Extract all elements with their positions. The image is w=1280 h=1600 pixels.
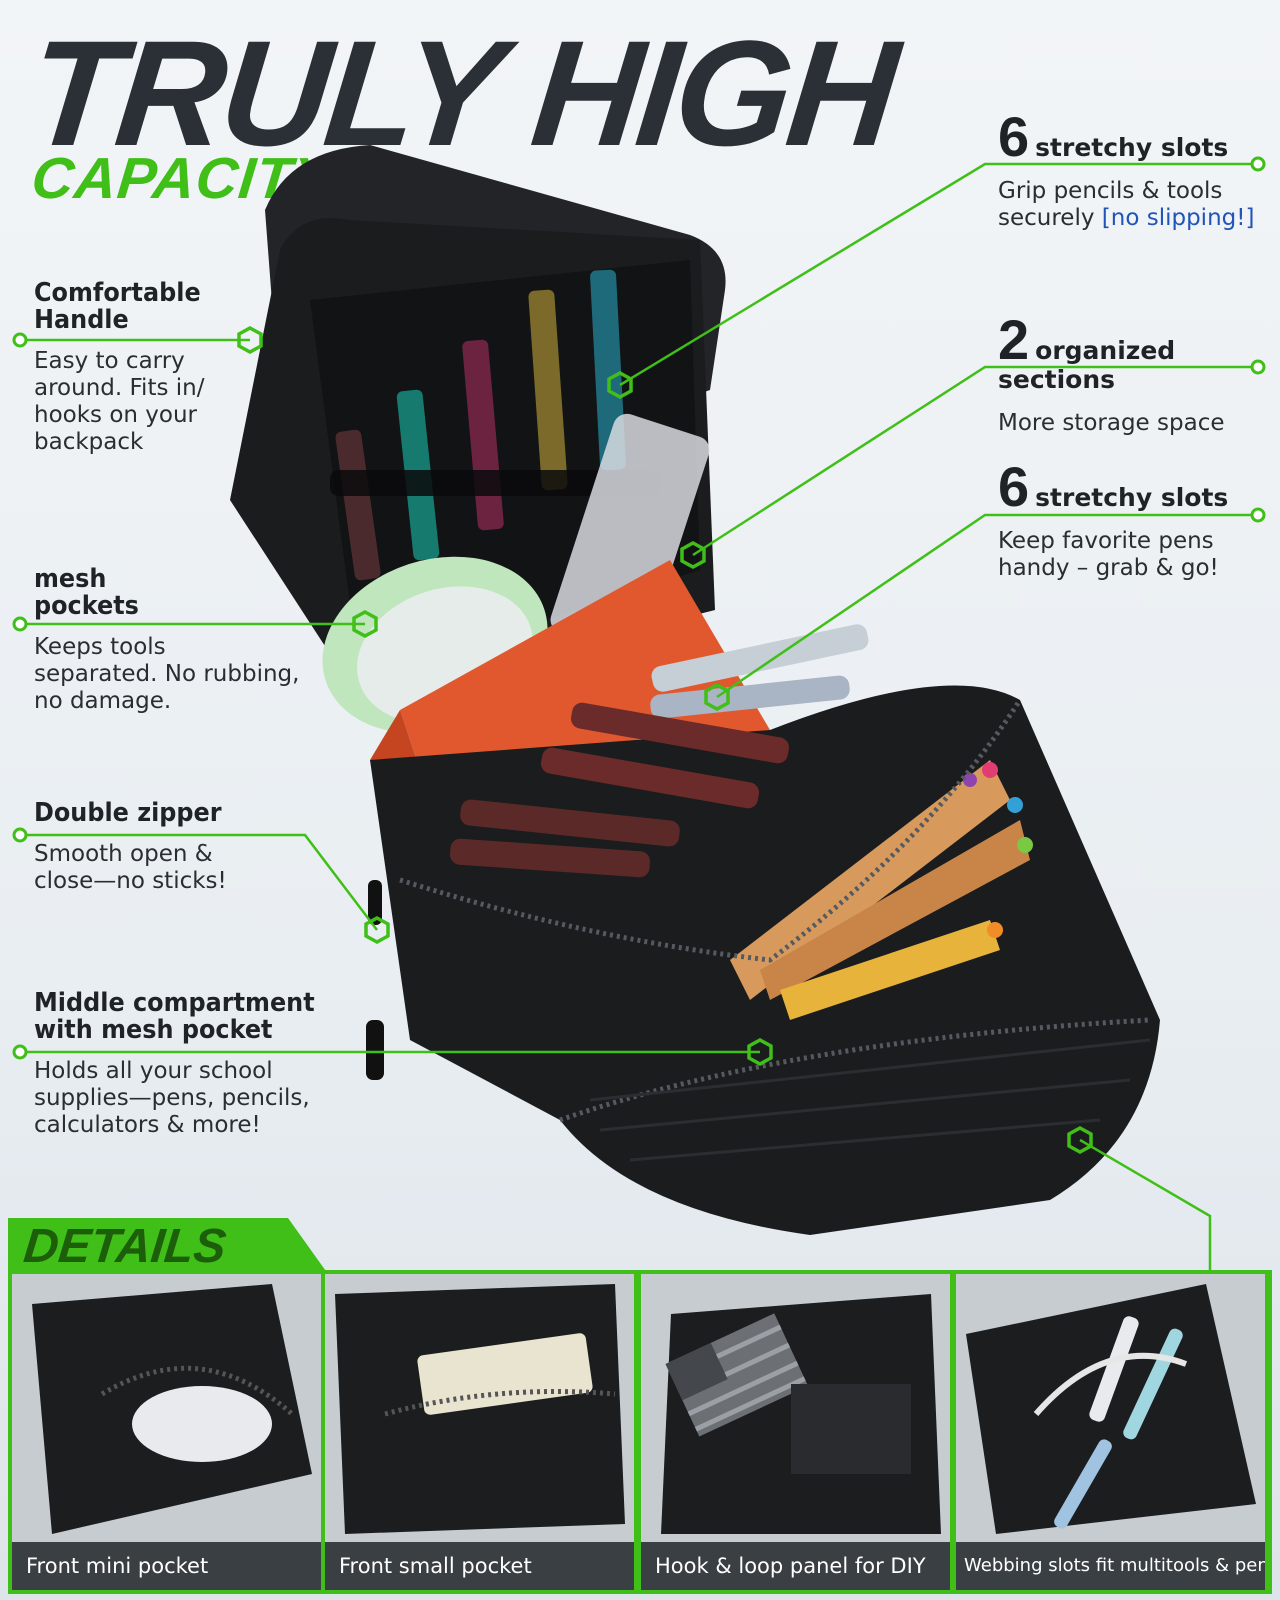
detail-panel-front-small-pocket: Front small pocket: [325, 1274, 634, 1590]
callout-label: stretchy slots: [1035, 133, 1229, 162]
callout-body-line: Grip pencils & tools: [998, 178, 1223, 204]
callout-number: 2: [998, 308, 1030, 371]
callout-body-line: Keeps tools: [34, 634, 166, 660]
callout-handle: Comfortable Handle Easy to carry around.…: [34, 280, 215, 456]
front-mini-pocket-photo: [12, 1274, 321, 1544]
callout-body: More storage space: [998, 410, 1280, 437]
webbing-slots-photo: [956, 1274, 1265, 1544]
callout-title: Comfortable: [34, 278, 201, 308]
callout-emphasis: [no slipping!]: [1101, 205, 1255, 231]
callout-body: Smooth open & close—no sticks!: [34, 841, 238, 895]
detail-panel-webbing-slots: Webbing slots fit multitools & pens: [956, 1274, 1265, 1590]
callout-body: Keep favorite pens handy – grab & go!: [998, 528, 1228, 582]
panel-caption: Webbing slots fit multitools & pens: [956, 1542, 1265, 1590]
callout-double-zipper: Double zipper Smooth open & close—no sti…: [34, 800, 238, 895]
callout-body-line: close—no sticks!: [34, 868, 227, 894]
callout-body-line: Easy to carry: [34, 348, 185, 374]
callout-title: Double zipper: [34, 798, 222, 828]
details-banner: [8, 1218, 328, 1274]
callout-body-line: backpack: [34, 429, 144, 455]
callout-body-line: calculators & more!: [34, 1112, 261, 1138]
panel-caption: Hook & loop panel for DIY: [641, 1542, 950, 1590]
callout-body-line: no damage.: [34, 688, 172, 714]
callout-title: mesh: [34, 564, 107, 594]
front-small-pocket-photo: [325, 1274, 634, 1544]
callout-title: with mesh pocket: [34, 1015, 273, 1045]
callout-number: 6: [998, 455, 1030, 518]
product-image: [230, 145, 1160, 1235]
callout-label: stretchy slots: [1035, 483, 1229, 512]
callout-title: Middle compartment: [34, 988, 315, 1018]
callout-body-line: hooks on your: [34, 402, 198, 428]
hook-loop-panel-photo: [641, 1274, 950, 1544]
callout-title: Handle: [34, 305, 129, 335]
panel-caption: Front small pocket: [325, 1542, 634, 1590]
callout-body-line: handy – grab & go!: [998, 555, 1219, 581]
callout-body-line: securely: [998, 205, 1095, 231]
panel-caption: Front mini pocket: [12, 1542, 321, 1590]
callout-body: Grip pencils & tools securely [no slippi…: [998, 178, 1254, 232]
callout-label: organized sections: [998, 336, 1176, 394]
callout-title: pockets: [34, 591, 139, 621]
callout-body-line: separated. No rubbing,: [34, 661, 300, 687]
callout-body: Easy to carry around. Fits in/ hooks on …: [34, 348, 215, 456]
callout-body-line: supplies—pens, pencils,: [34, 1085, 310, 1111]
callout-number: 6: [998, 105, 1030, 168]
callout-body-line: More storage space: [998, 410, 1225, 436]
callout-body-line: around. Fits in/: [34, 375, 205, 401]
callout-body-line: Smooth open &: [34, 841, 213, 867]
callout-body-line: Keep favorite pens: [998, 528, 1214, 554]
callout-body: Holds all your school supplies—pens, pen…: [34, 1058, 339, 1139]
flag-patch-icon: [665, 1313, 809, 1437]
details-heading: DETAILS: [21, 1220, 229, 1273]
callout-body-line: Holds all your school: [34, 1058, 273, 1084]
detail-panel-hook-loop: Hook & loop panel for DIY: [641, 1274, 950, 1590]
callout-body: Keeps tools separated. No rubbing, no da…: [34, 634, 299, 715]
callout-middle-compartment: Middle compartment with mesh pocket Hold…: [34, 990, 339, 1139]
detail-panel-front-mini-pocket: Front mini pocket: [12, 1274, 321, 1590]
callout-mesh-pockets: mesh pockets Keeps tools separated. No r…: [34, 566, 299, 715]
